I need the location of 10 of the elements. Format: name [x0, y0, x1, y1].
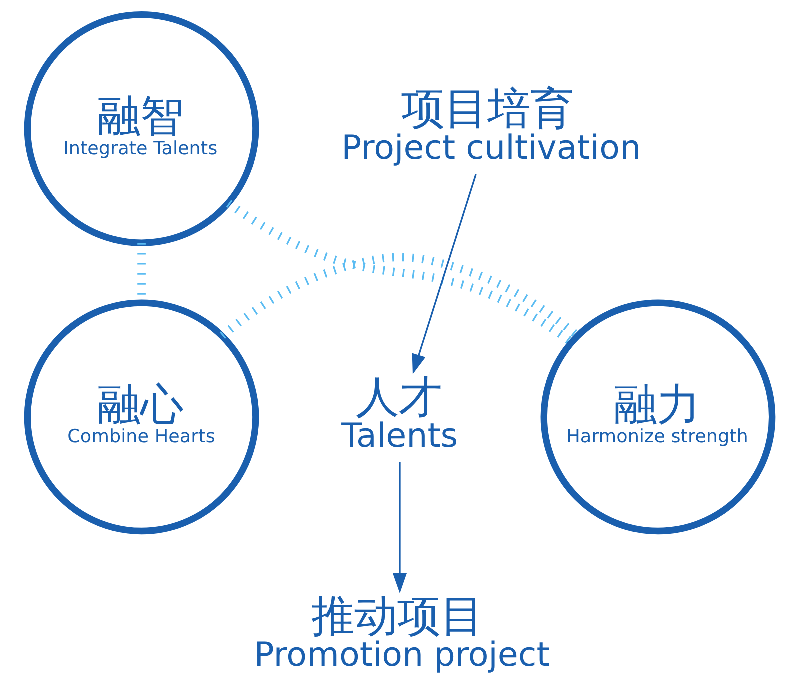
- node-circle: 融智 Integrate Talents: [24, 11, 260, 246]
- node-circle: 融心 Combine Hearts: [24, 300, 260, 535]
- connector: [226, 200, 574, 346]
- node-text: 推动项目 Promotion project: [254, 592, 550, 674]
- node-circle: 融力 Harmonize strength: [540, 300, 776, 535]
- node-text: 项目培育 Project cultivation: [342, 84, 642, 167]
- arrow: [412, 174, 477, 374]
- connector: [220, 253, 580, 340]
- arrow: [393, 462, 407, 594]
- node-text: 人才 Talents: [342, 372, 458, 456]
